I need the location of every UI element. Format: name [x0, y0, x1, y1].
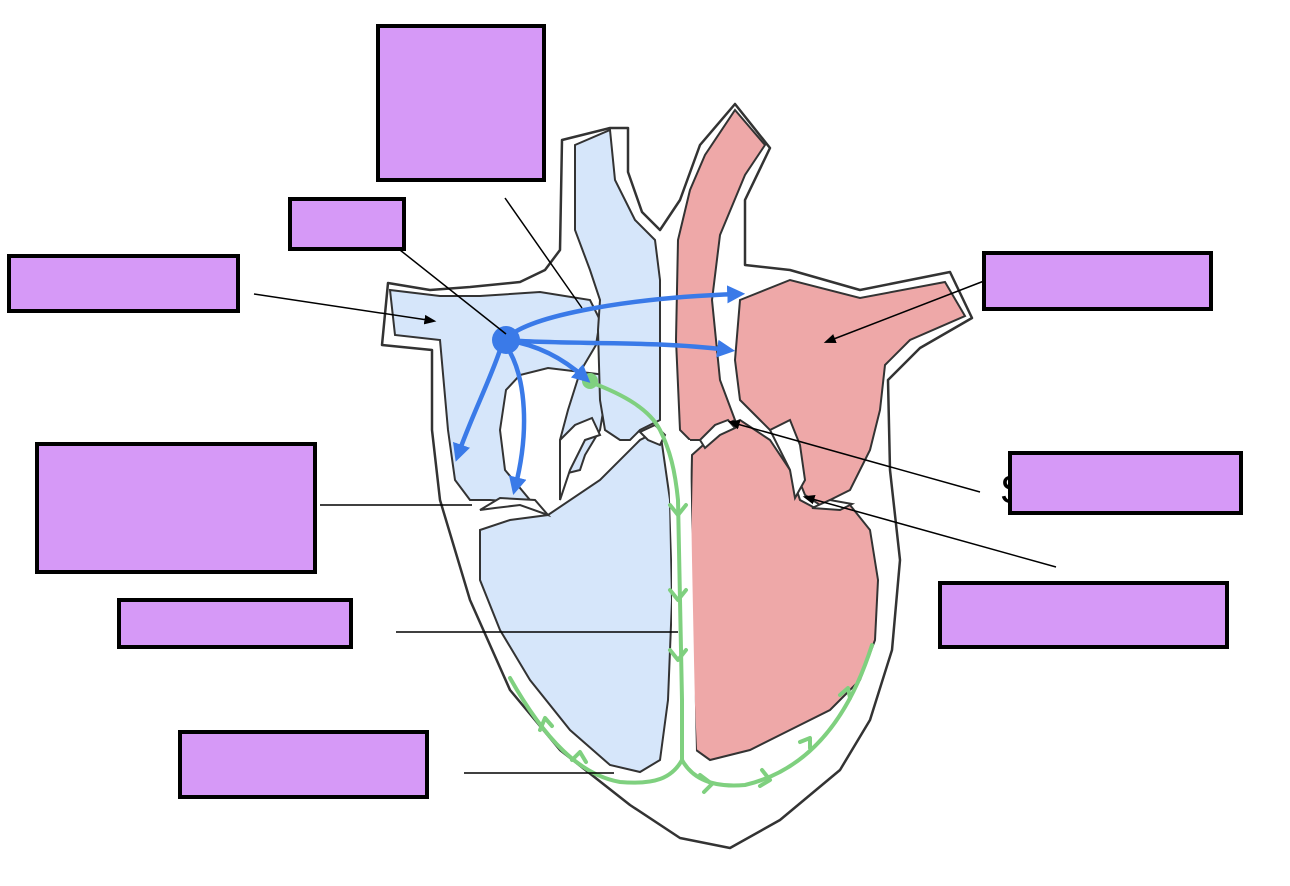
label-upper-right[interactable] [982, 251, 1213, 311]
label-mid-left-large[interactable] [35, 442, 317, 574]
leader-lines [253, 197, 1057, 774]
label-septum[interactable] [117, 598, 353, 649]
label-upper-left[interactable] [7, 254, 240, 313]
right-av-cusp [479, 496, 552, 518]
mitral-valve [768, 418, 807, 501]
conduction-pathway [508, 380, 874, 794]
label-bottom-left[interactable] [178, 730, 429, 799]
left-ventricle [688, 418, 880, 762]
label-lower-right[interactable] [938, 581, 1229, 649]
tricuspid-valve [559, 416, 602, 501]
aorta [674, 108, 767, 441]
label-sa-node[interactable] [288, 197, 406, 251]
superior-vena-cava [574, 128, 661, 441]
sa-node [492, 326, 520, 354]
right-ventricle [479, 428, 674, 774]
label-top-center[interactable] [376, 24, 546, 182]
label-mid-right[interactable] [1008, 451, 1243, 515]
